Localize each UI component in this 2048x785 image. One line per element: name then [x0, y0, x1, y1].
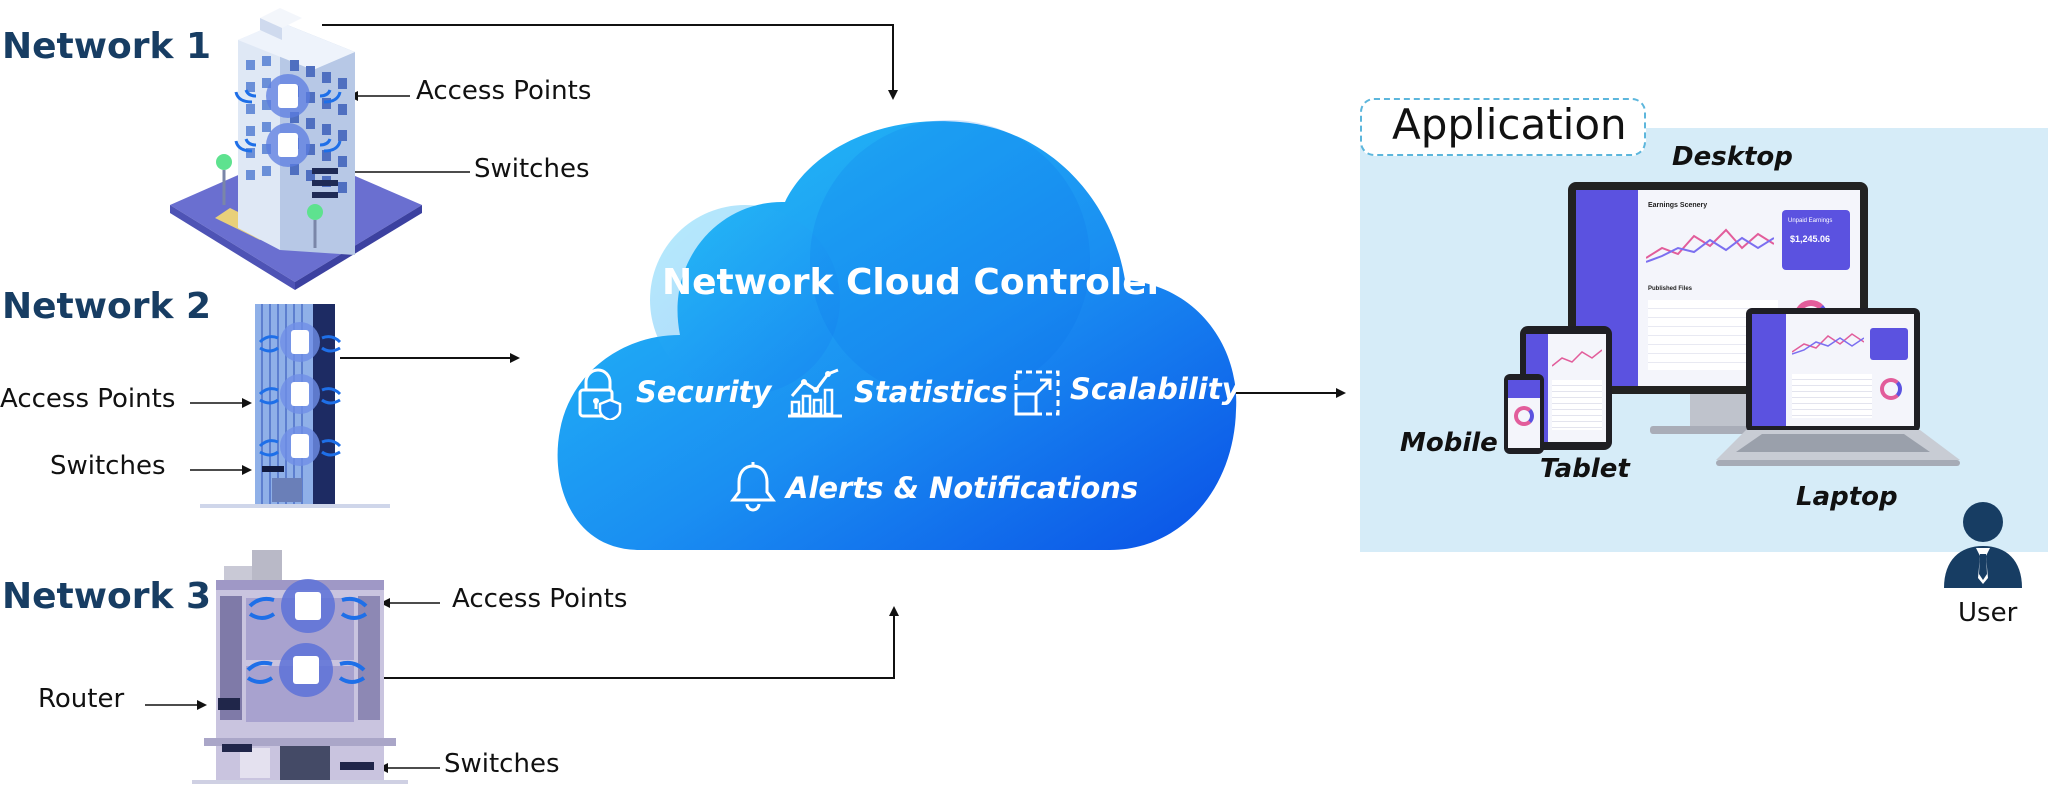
- network3-title: Network 3: [2, 576, 212, 617]
- network2-access-points-label: Access Points: [0, 384, 176, 414]
- network3-access-points-label: Access Points: [452, 584, 628, 614]
- user-avatar-icon: [1944, 502, 2022, 588]
- feature-scalability: Scalability: [1070, 372, 1241, 406]
- arrow-network3-to-cloud: [372, 606, 899, 679]
- desktop-screen-heading: Earnings Scenery: [1648, 202, 1708, 209]
- desktop-line-chart: [1646, 228, 1774, 263]
- laptop-screen: [1752, 314, 1914, 426]
- laptop-label: Laptop: [1796, 482, 1898, 512]
- application-tag: [1360, 98, 1646, 156]
- network3-switches-label: Switches: [444, 749, 560, 779]
- network2-title: Network 2: [2, 286, 212, 327]
- desktop-base: [1650, 426, 1786, 434]
- desktop-label: Desktop: [1672, 142, 1793, 172]
- mobile-device: [1504, 374, 1544, 454]
- feature-security: Security: [636, 375, 772, 409]
- application-title: Application: [1392, 100, 1627, 149]
- network2-building-illustration: [200, 304, 390, 508]
- network1-switches-label: Switches: [474, 154, 590, 184]
- user-label: User: [1958, 598, 2018, 628]
- cloud-title: Network Cloud Controler: [662, 262, 1165, 303]
- mobile-label: Mobile: [1400, 428, 1498, 458]
- laptop-keyboard-base: [1716, 430, 1960, 466]
- security-lock-icon: [578, 368, 622, 420]
- network1-building-illustration: [170, 8, 422, 290]
- network2-switches-label: Switches: [50, 451, 166, 481]
- network3-building-illustration: [192, 550, 408, 784]
- scalability-expand-icon: [1014, 370, 1060, 416]
- arrow-network1-to-cloud: [322, 24, 898, 100]
- feature-statistics: Statistics: [854, 375, 1008, 409]
- network-cloud-shape: [557, 120, 1237, 551]
- network3-router-label: Router: [38, 684, 125, 714]
- laptop-device: [1746, 308, 1920, 432]
- desktop-earnings-card: Unpaid Earnings $1,245.06: [1782, 210, 1850, 270]
- statistics-chart-icon: [788, 368, 842, 418]
- desktop-stand: [1690, 394, 1746, 428]
- network1-access-points-label: Access Points: [416, 76, 592, 106]
- feature-alerts-notifications: Alerts & Notifications: [786, 471, 1139, 505]
- network1-title: Network 1: [2, 26, 212, 67]
- bell-notification-icon: [730, 462, 776, 512]
- tablet-label: Tablet: [1540, 454, 1630, 484]
- mobile-screen: [1508, 380, 1540, 448]
